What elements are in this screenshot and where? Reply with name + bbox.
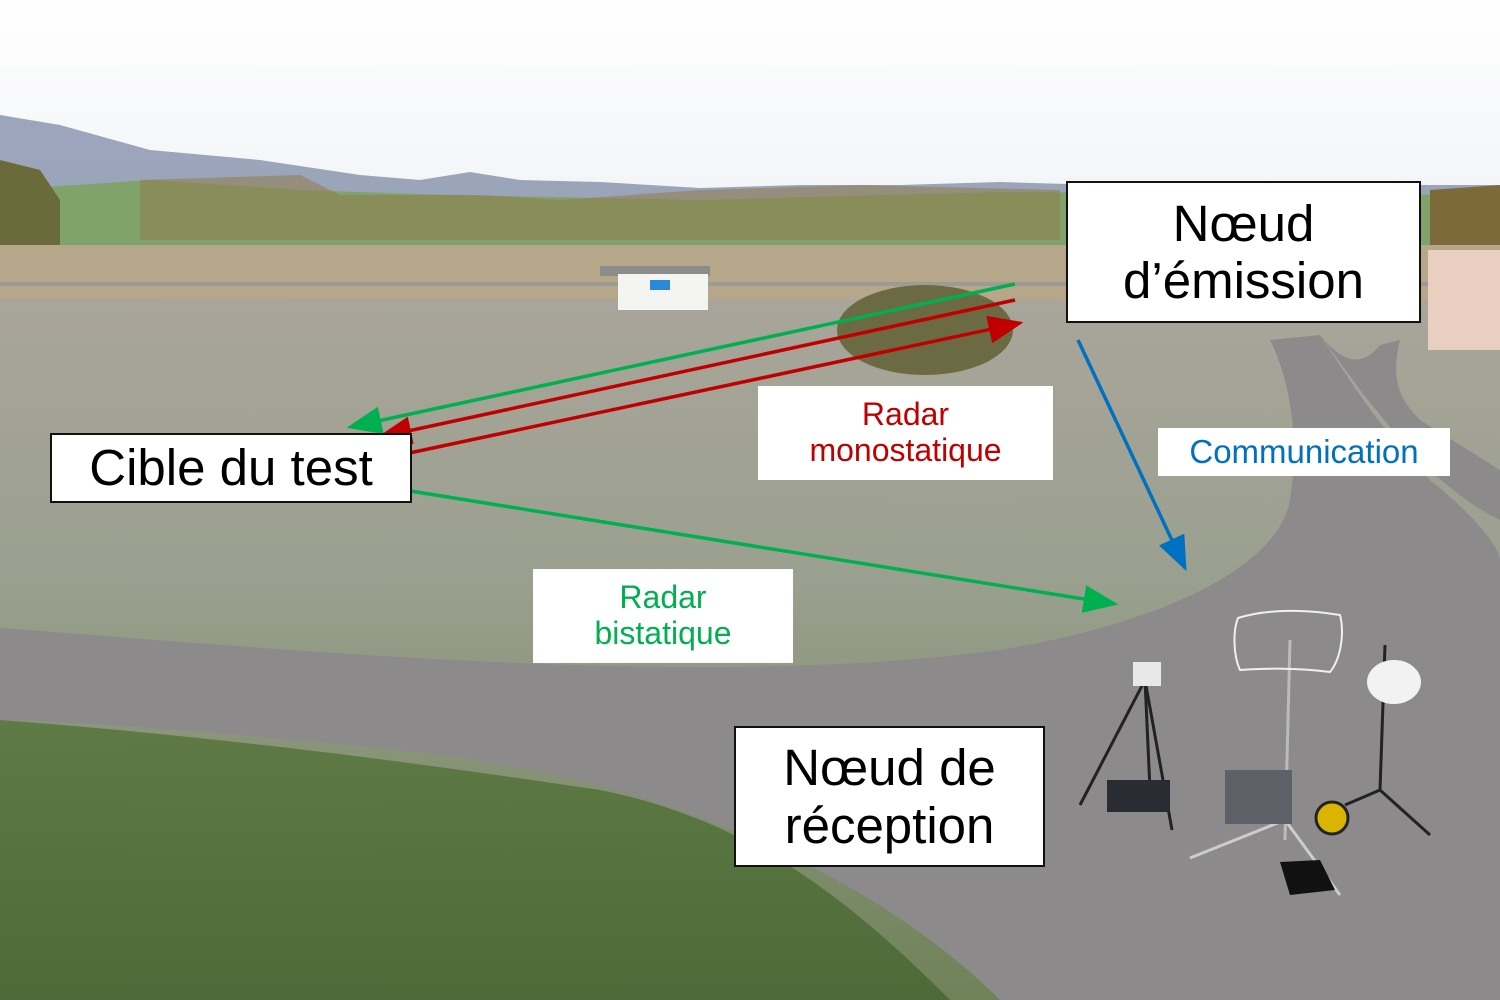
road-branch <box>1320 335 1500 520</box>
foreground-grass <box>0 720 950 1000</box>
bistatic-rx-arrow <box>397 487 1119 613</box>
communication-arrow <box>1076 339 1187 572</box>
tree-cluster-right <box>1430 185 1500 255</box>
emission-node-label: Nœud d’émission <box>1066 181 1421 323</box>
plastic-bag <box>1280 860 1335 895</box>
test-target-label: Cible du test <box>50 433 412 503</box>
monostatic-tx-arrow <box>376 298 1016 445</box>
emission-node-line1: Nœud <box>1172 194 1315 252</box>
bistatic-line1: Radar <box>619 579 707 616</box>
equipment-case-icon <box>1225 770 1292 824</box>
arrows-layer <box>346 282 1187 613</box>
monostatic-echo-arrow <box>399 315 1024 457</box>
bistatic-tx-arrow <box>346 282 1016 435</box>
communication-text: Communication <box>1189 432 1419 470</box>
hut-roof <box>600 266 710 276</box>
tree-cluster-left <box>0 160 60 245</box>
test-target-text: Cible du test <box>89 439 373 497</box>
grid-antenna-icon <box>1233 609 1343 674</box>
monostatic-line1: Radar <box>861 396 950 433</box>
reception-node-line2: réception <box>784 796 995 854</box>
monostatic-radar-label: Radar monostatique <box>758 386 1053 480</box>
hut-window <box>650 280 670 290</box>
dish-antenna-icon <box>1367 660 1421 704</box>
reception-node-label: Nœud de réception <box>734 726 1045 867</box>
communication-label: Communication <box>1158 428 1450 476</box>
gravel-road <box>0 335 1500 1000</box>
reception-node-line1: Nœud de <box>783 739 996 797</box>
hut-right <box>1428 250 1500 350</box>
panel-antenna-icon <box>1133 662 1161 686</box>
treeline <box>140 175 1060 240</box>
radio-unit-icon <box>1107 780 1170 812</box>
distant-road <box>0 282 1500 286</box>
bistatic-radar-label: Radar bistatique <box>533 569 793 663</box>
emission-node-line2: d’émission <box>1123 252 1364 309</box>
bistatic-line2: bistatique <box>594 615 732 651</box>
cable-reel-icon <box>1314 800 1350 836</box>
hut-center <box>618 274 708 310</box>
monostatic-line2: monostatique <box>809 432 1002 468</box>
